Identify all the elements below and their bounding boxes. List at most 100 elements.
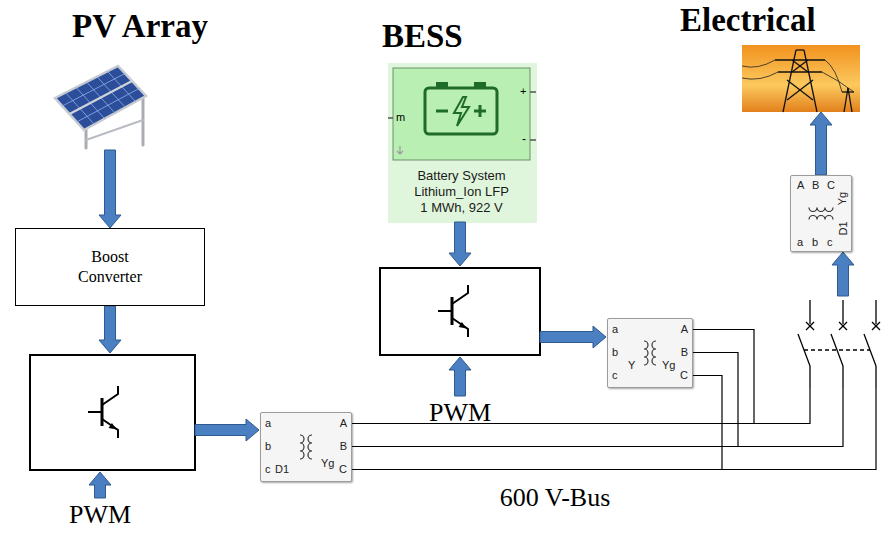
breaker-contact <box>875 366 876 388</box>
phase-wire <box>352 388 843 447</box>
terminal-label: b <box>612 346 618 359</box>
transistor-collector <box>102 386 118 405</box>
terminal-label: c <box>612 369 618 382</box>
terminal-label: D1 <box>275 463 289 476</box>
transistor-emitter <box>452 318 468 337</box>
flow-arrow <box>195 419 259 441</box>
section-heading: Electrical <box>680 2 816 38</box>
flow-arrow <box>99 306 121 353</box>
battery-terminal <box>474 82 486 88</box>
flow-arrow <box>449 357 471 396</box>
terminal-label: B <box>681 346 688 359</box>
breaker-cross <box>839 322 847 330</box>
breaker-cross <box>872 322 880 330</box>
tower-leg <box>804 50 817 112</box>
power-lines <box>742 60 854 92</box>
transformer-symbol <box>608 319 692 387</box>
pv-array-node: PV Array <box>40 8 240 150</box>
breaker-contact <box>809 300 810 324</box>
solar-panel <box>55 66 146 148</box>
breaker-contact <box>809 366 810 388</box>
section-heading: PV Array <box>40 8 240 44</box>
panel-split <box>70 81 133 114</box>
block-body <box>393 68 530 160</box>
panel-grid <box>62 71 139 124</box>
grid-picture <box>742 45 860 112</box>
breaker-cross <box>806 322 814 330</box>
phase-wire <box>693 330 754 424</box>
breaker-cross <box>872 322 880 330</box>
transformer-symbol <box>261 413 351 481</box>
winding <box>809 208 833 212</box>
terminal-label: B <box>812 179 819 192</box>
sky-background <box>742 45 860 112</box>
breaker-cross <box>806 322 814 330</box>
terminal-label: a <box>265 417 271 430</box>
transistor-base <box>438 310 452 312</box>
tower-arm <box>778 71 822 72</box>
terminal-label: Y <box>628 359 635 372</box>
port-stub <box>388 117 393 119</box>
panel-leg <box>85 128 88 148</box>
breaker-symbol <box>798 300 880 388</box>
terminal-label: C <box>827 179 835 192</box>
port-label: + <box>520 85 526 98</box>
transformer-block: abcD1ABCYg <box>260 412 352 482</box>
tower-leg <box>783 50 796 112</box>
lightning-symbol <box>454 97 469 126</box>
battery-block <box>388 63 537 223</box>
signal-label: PWM <box>69 500 131 530</box>
winding <box>644 341 648 365</box>
transistor-arrow <box>109 423 117 429</box>
minus-sign <box>436 110 448 113</box>
battery-terminal <box>436 82 448 88</box>
terminal-label: b <box>265 440 271 453</box>
terminal-label: a <box>612 323 618 336</box>
port-stub <box>530 139 536 141</box>
block-background <box>388 63 537 223</box>
tower-top <box>796 49 804 50</box>
winding <box>308 435 312 459</box>
transistor-bar <box>101 398 104 426</box>
plus-sign <box>479 105 482 117</box>
grid-node: Electrical <box>676 2 876 112</box>
terminal-label: c <box>827 236 833 249</box>
tower-brace <box>787 80 813 100</box>
tower-brace <box>792 60 808 72</box>
port-label: m <box>396 111 405 124</box>
terminal-label: C <box>339 463 347 476</box>
signal-label: PWM <box>429 398 491 428</box>
transistor-symbol <box>88 386 118 438</box>
tower-brace <box>792 60 808 72</box>
winding <box>300 435 304 459</box>
terminal-label: A <box>681 323 688 336</box>
terminal-label: A <box>340 417 347 430</box>
section-heading: BESS <box>382 18 463 54</box>
phase-wire <box>693 376 722 470</box>
transformer-block: abcYABCYg <box>607 318 693 388</box>
inverter-box <box>30 355 195 470</box>
breaker-contact <box>875 300 876 324</box>
winding <box>809 216 833 220</box>
transistor-base <box>88 411 102 413</box>
winding <box>652 341 656 365</box>
transistor-collector <box>452 285 468 304</box>
port-stub <box>530 91 536 93</box>
block-icon <box>397 146 403 154</box>
terminal-label: A <box>797 179 804 192</box>
flow-arrow <box>810 112 832 175</box>
power-line <box>742 60 775 67</box>
bus-wires <box>352 330 876 470</box>
breaker-contact <box>842 366 843 388</box>
flow-arrow <box>89 472 111 498</box>
process-label: Boost Converter <box>70 247 150 287</box>
inverter-box <box>380 268 540 355</box>
flow-arrow <box>540 326 606 348</box>
breaker-contact <box>842 300 843 324</box>
phase-wire <box>352 388 810 424</box>
battery-icon <box>425 88 497 134</box>
terminal-label: c <box>265 463 271 476</box>
terminal-label: C <box>680 369 688 382</box>
transistor-bar <box>451 297 454 325</box>
